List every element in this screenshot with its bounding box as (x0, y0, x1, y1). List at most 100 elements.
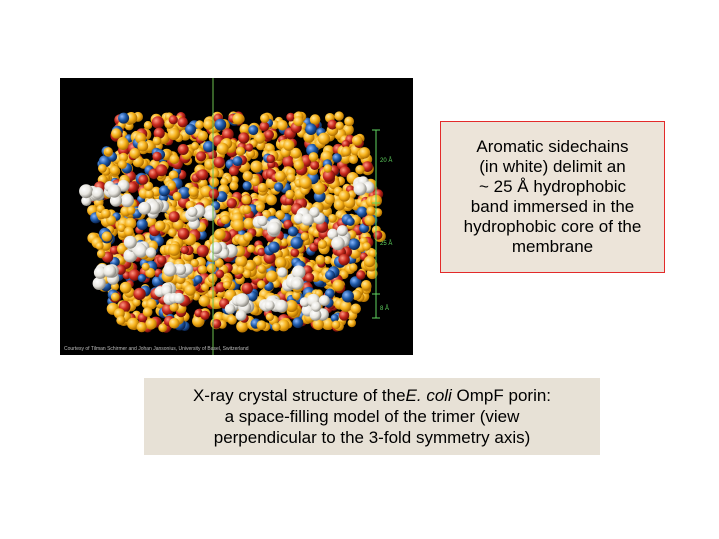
atom-sphere (260, 113, 270, 123)
atom-sphere (305, 123, 317, 135)
atom-sphere (312, 318, 324, 331)
atom-sphere (173, 292, 185, 304)
atom-sphere (235, 293, 250, 307)
atom-sphere (243, 217, 255, 230)
atom-sphere (198, 265, 207, 274)
atom-sphere (214, 118, 227, 131)
atom-sphere (111, 128, 122, 139)
atom-sphere (238, 132, 250, 144)
atom-sphere (177, 227, 190, 240)
atom-sphere (222, 280, 232, 289)
atom-sphere (216, 142, 229, 155)
atom-sphere (291, 265, 306, 279)
atom-sphere (117, 223, 126, 233)
atom-sphere (259, 121, 270, 132)
atom-sphere (350, 303, 361, 314)
atom-sphere (338, 190, 350, 202)
atom-sphere (311, 301, 322, 312)
note-line: band immersed in the (470, 197, 635, 216)
atom-sphere (248, 125, 259, 136)
atom-sphere (292, 291, 301, 300)
atom-sphere (144, 189, 154, 199)
caption-prefix: X-ray crystal structure of the (192, 386, 406, 405)
atom-sphere (207, 289, 217, 299)
atom-sphere (333, 199, 346, 211)
figure-caption: X-ray crystal structure of theE. coli Om… (144, 378, 600, 455)
atom-sphere (104, 147, 113, 156)
atom-sphere (322, 317, 335, 330)
atom-sphere (335, 121, 344, 130)
atom-sphere (137, 140, 149, 152)
atom-sphere (250, 160, 263, 173)
atom-sphere (348, 238, 361, 250)
note-line: hydrophobic core of the (463, 217, 642, 236)
atom-sphere (228, 165, 239, 176)
atom-sphere (200, 310, 210, 320)
atom-sphere (291, 278, 303, 290)
atom-sphere (209, 168, 220, 179)
atom-sphere (169, 318, 180, 329)
atom-sphere (282, 155, 295, 168)
atom-sphere (317, 132, 330, 145)
atom-sphere (142, 307, 153, 317)
atom-sphere (274, 182, 284, 192)
atom-sphere (241, 282, 253, 294)
atom-sphere (134, 244, 148, 258)
atom-sphere (257, 264, 266, 274)
atom-sphere (331, 320, 341, 330)
atom-sphere (209, 177, 220, 188)
image-credit: Courtesy of Tilman Schirmer and Johan Ja… (64, 346, 249, 352)
atom-sphere (320, 150, 333, 163)
atom-sphere (123, 226, 134, 237)
atom-sphere (180, 245, 189, 255)
atom-sphere (232, 219, 245, 232)
scale-bar (372, 129, 380, 319)
atom-sphere (232, 113, 244, 125)
atom-sphere (211, 319, 222, 329)
caption-suffix: OmpF porin: (451, 386, 552, 405)
atom-sphere (338, 310, 350, 321)
caption-line-2: a space-filling model of the trimer (vie… (224, 407, 520, 426)
atom-sphere (136, 322, 147, 333)
atom-sphere (290, 147, 302, 159)
atom-sphere (355, 165, 365, 175)
atom-sphere (292, 317, 304, 329)
atom-sphere (168, 115, 178, 125)
atom-sphere (364, 215, 376, 226)
note-line: Aromatic sidechains (476, 137, 629, 156)
atom-sphere (103, 264, 117, 278)
atom-sphere (339, 166, 351, 178)
atom-sphere (290, 248, 300, 258)
atom-sphere (257, 182, 268, 193)
atom-sphere (310, 160, 320, 170)
atom-sphere (330, 314, 339, 323)
atom-sphere (265, 270, 278, 283)
atom-sphere (203, 140, 215, 153)
atom-sphere (167, 181, 176, 191)
atom-sphere (145, 318, 157, 330)
atom-sphere (341, 140, 350, 149)
atom-sphere (346, 217, 355, 226)
atom-sphere (323, 256, 332, 265)
atom-sphere (255, 203, 265, 212)
atom-sphere (128, 269, 141, 281)
atom-sphere (98, 164, 107, 173)
atom-sphere (101, 231, 112, 242)
atom-sphere (327, 119, 338, 130)
atom-sphere (290, 236, 303, 249)
atom-sphere (213, 156, 225, 168)
atom-sphere (363, 255, 376, 268)
atom-sphere (356, 270, 366, 280)
atom-sphere (293, 159, 305, 171)
atom-sphere (300, 232, 310, 241)
atom-sphere (92, 187, 104, 199)
atom-sphere (116, 315, 126, 325)
atom-sphere (309, 207, 320, 218)
caption-line-1: X-ray crystal structure of theE. coli Om… (152, 385, 592, 406)
atom-sphere (265, 312, 274, 322)
atom-sphere (286, 173, 296, 183)
atom-sphere (323, 164, 332, 173)
scale-label-8: 8 Å (380, 306, 390, 312)
atom-sphere (349, 263, 358, 272)
atom-sphere (152, 151, 162, 162)
